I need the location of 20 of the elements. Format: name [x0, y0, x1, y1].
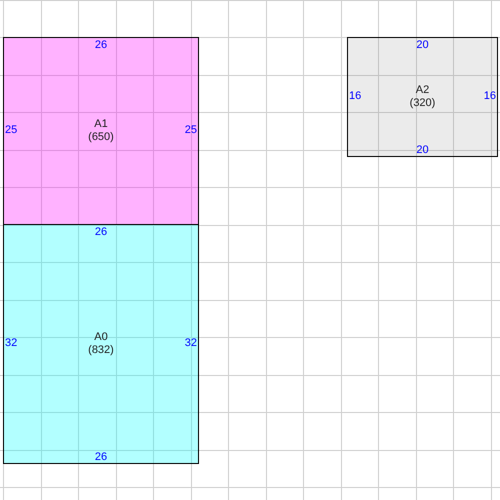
- dimension-label: 16: [484, 90, 496, 102]
- area-value: (832): [88, 344, 114, 357]
- area-value: (650): [88, 131, 114, 144]
- area-rectangle: [347, 37, 498, 157]
- dimension-label: 25: [184, 124, 197, 136]
- dimension-label: 16: [349, 90, 362, 102]
- dimension-label: 20: [416, 144, 429, 156]
- area-name: A0: [94, 331, 108, 344]
- dimension-label: 32: [5, 337, 18, 349]
- area-rectangle: [3, 37, 199, 225]
- dimension-label: 26: [94, 39, 108, 51]
- area-name: A2: [416, 84, 430, 97]
- area-value: (320): [410, 97, 436, 110]
- dimension-label: 20: [416, 39, 429, 51]
- area-name: A1: [94, 118, 108, 131]
- area-rectangle: [3, 224, 199, 464]
- dimension-label: 32: [184, 337, 197, 349]
- dimension-label: 26: [94, 226, 108, 238]
- dimension-label: 25: [5, 124, 18, 136]
- dimension-label: 26: [94, 451, 108, 463]
